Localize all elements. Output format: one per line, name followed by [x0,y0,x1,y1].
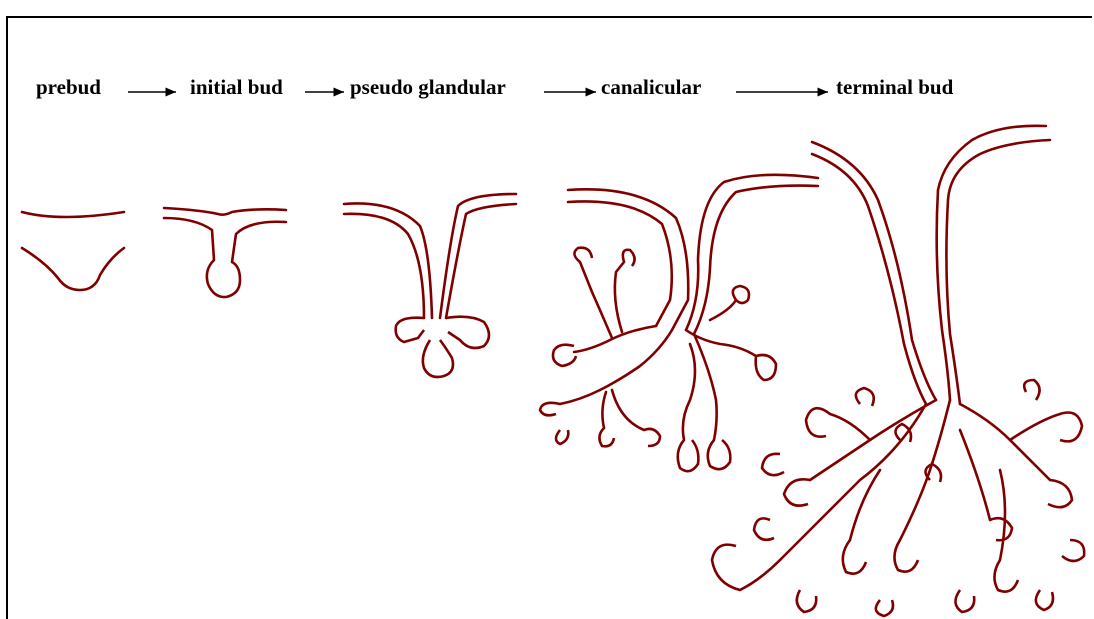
prebud-drawing [22,212,124,290]
initial-bud-drawing [164,208,286,297]
terminal-bud-drawing [712,126,1084,616]
pseudo-glandular-drawing [344,194,516,377]
canalicular-drawing [540,175,818,471]
